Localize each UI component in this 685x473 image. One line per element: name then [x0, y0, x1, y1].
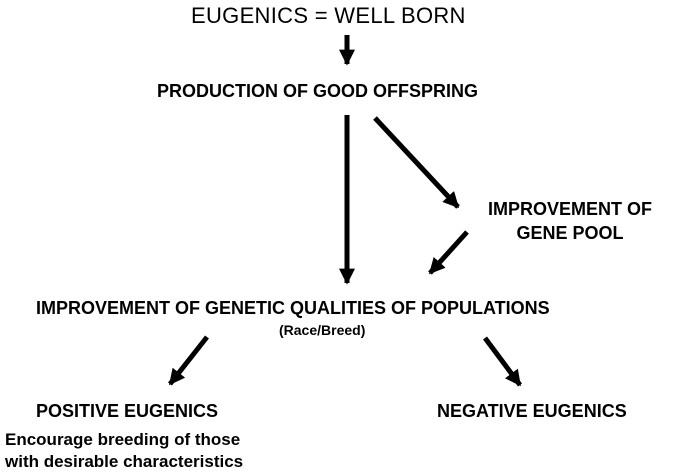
diagram-title: EUGENICS = WELL BORN [191, 3, 466, 28]
positive-eugenics-description: Encourage breeding of those with desirab… [5, 429, 243, 473]
arrow-populations-to-positive [168, 335, 209, 386]
gene-pool-line-1: IMPROVEMENT OF [487, 199, 652, 219]
populations-note: (Race/Breed) [279, 322, 366, 338]
positive-desc-line-1: Encourage breeding of those [5, 430, 241, 449]
arrow-populations-to-negative [482, 336, 523, 387]
production-node: PRODUCTION OF GOOD OFFSPRING [157, 81, 479, 101]
arrow-gene-pool-to-populations [428, 230, 469, 275]
gene-pool-line-2: GENE POOL [516, 223, 624, 243]
positive-desc-line-2: with desirable characteristics [5, 452, 244, 471]
gene-pool-node: IMPROVEMENT OF GENE POOL [484, 197, 656, 245]
populations-node: IMPROVEMENT OF GENETIC QUALITIES OF POPU… [36, 298, 550, 318]
arrow-production-to-gene-pool [373, 116, 460, 209]
positive-eugenics-title: POSITIVE EUGENICS [36, 401, 219, 421]
negative-eugenics-title: NEGATIVE EUGENICS [437, 401, 627, 421]
